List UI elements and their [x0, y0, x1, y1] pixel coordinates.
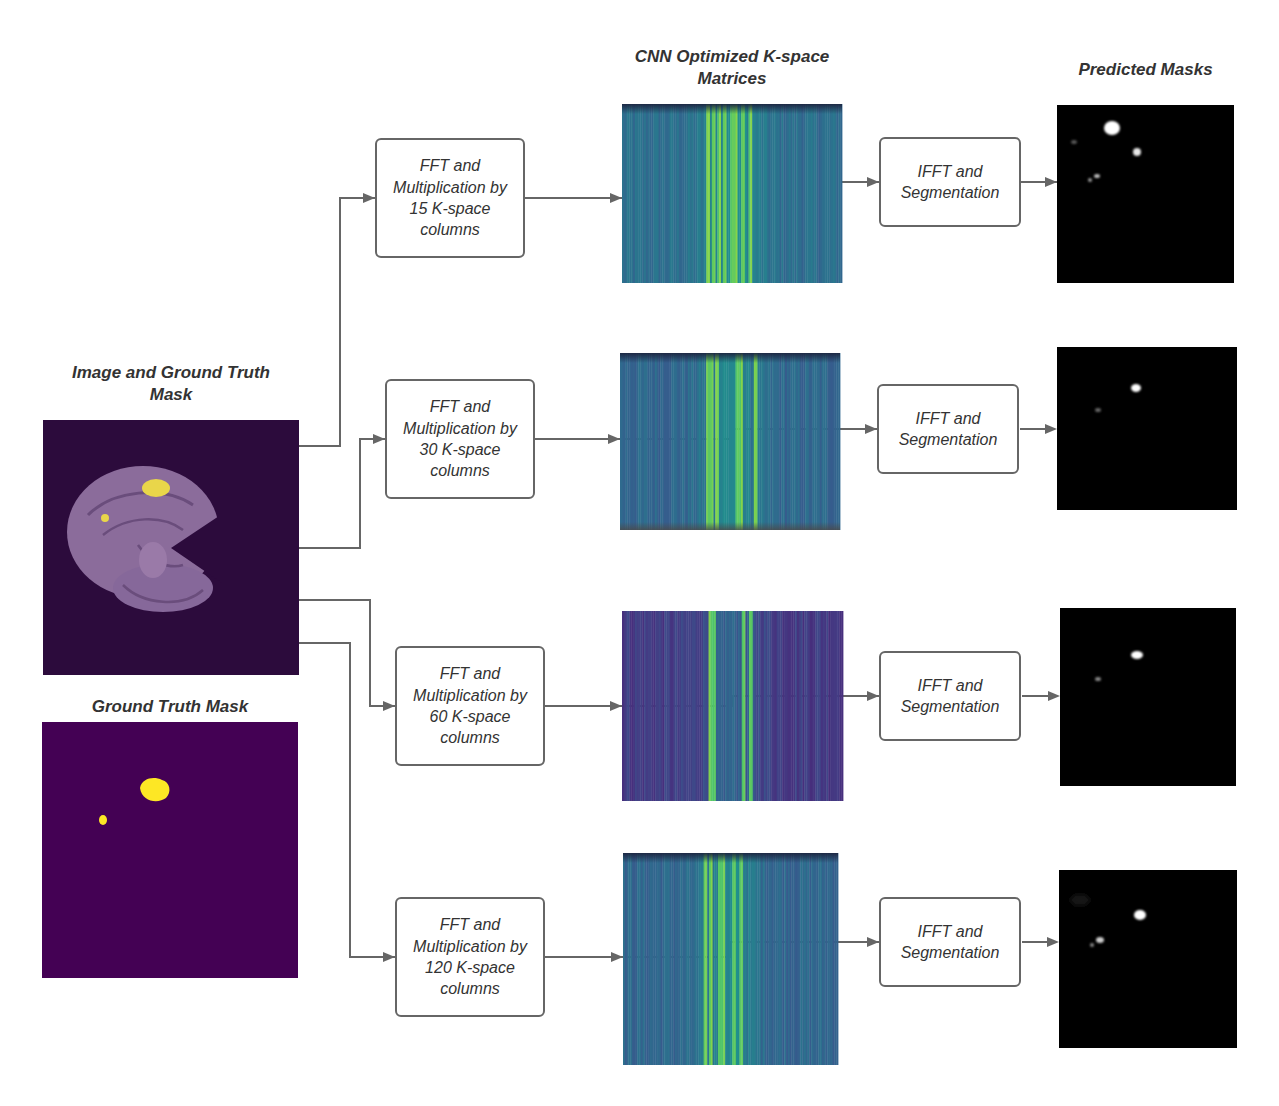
brain-image	[43, 420, 299, 675]
process-box: FFT and Multiplication by 30 K-space col…	[385, 379, 535, 499]
process-box: IFFT and Segmentation	[879, 651, 1021, 741]
kspace-column	[840, 104, 842, 283]
mask-image: Ground Truth Mask	[42, 722, 298, 978]
process-box: FFT and Multiplication by 120 K-space co…	[395, 897, 545, 1017]
mask-image: Predicted Masks	[1057, 105, 1234, 283]
box-label: FFT and Multiplication by 30 K-space col…	[395, 396, 525, 481]
process-box: IFFT and Segmentation	[879, 897, 1021, 987]
arrow-head	[611, 952, 623, 962]
box-label: IFFT and Segmentation	[887, 408, 1009, 451]
ground-truth-image	[42, 722, 298, 978]
panel-heading: Predicted Masks	[1046, 59, 1246, 81]
kspace-fade	[620, 353, 840, 363]
flow-arrow	[1021, 181, 1057, 183]
panel-heading: Image and Ground Truth Mask	[61, 362, 281, 406]
kspace-matrix	[623, 853, 838, 1065]
box-label: FFT and Multiplication by 15 K-space col…	[385, 155, 515, 240]
kspace-matrix	[622, 104, 842, 283]
predicted-mask-images	[1057, 105, 1237, 1048]
flow-arrow	[299, 643, 395, 957]
process-box: IFFT and Segmentation	[877, 384, 1019, 474]
flow-arrow	[299, 439, 385, 548]
arrow-head	[610, 701, 622, 711]
mask-arrows	[1020, 424, 1060, 947]
kspace-fade	[620, 522, 840, 530]
kspace-column	[838, 353, 840, 530]
box-label: IFFT and Segmentation	[889, 921, 1011, 964]
panel-heading: CNN Optimized K-space Matrices	[622, 46, 842, 90]
flow-arrow	[842, 181, 879, 183]
process-box: FFT and Multiplication by 15 K-space col…	[375, 138, 525, 258]
process-box: FFT and Multiplication by 60 K-space col…	[395, 646, 545, 766]
box-label: FFT and Multiplication by 120 K-space co…	[405, 914, 535, 999]
kspace-matrix	[622, 611, 843, 801]
kspace-matrix	[620, 353, 840, 530]
kspace-matrices	[620, 104, 843, 1065]
box-label: FFT and Multiplication by 60 K-space col…	[405, 663, 535, 748]
input-image: Image and Ground Truth Mask	[43, 420, 299, 675]
arrow-head	[608, 434, 620, 444]
flow-arrow	[299, 198, 375, 446]
kspace-image: CNN Optimized K-space Matrices	[622, 104, 842, 283]
kspace-fade	[623, 853, 838, 863]
panel-heading: Ground Truth Mask	[50, 696, 290, 718]
box-label: IFFT and Segmentation	[889, 675, 1011, 718]
kspace-column	[836, 853, 838, 1065]
flow-arrow	[299, 600, 395, 706]
flow-arrow	[525, 197, 622, 199]
process-box: IFFT and Segmentation	[879, 137, 1021, 227]
kspace-fade	[622, 104, 842, 114]
box-label: IFFT and Segmentation	[889, 161, 1011, 204]
kspace-column	[841, 611, 843, 801]
